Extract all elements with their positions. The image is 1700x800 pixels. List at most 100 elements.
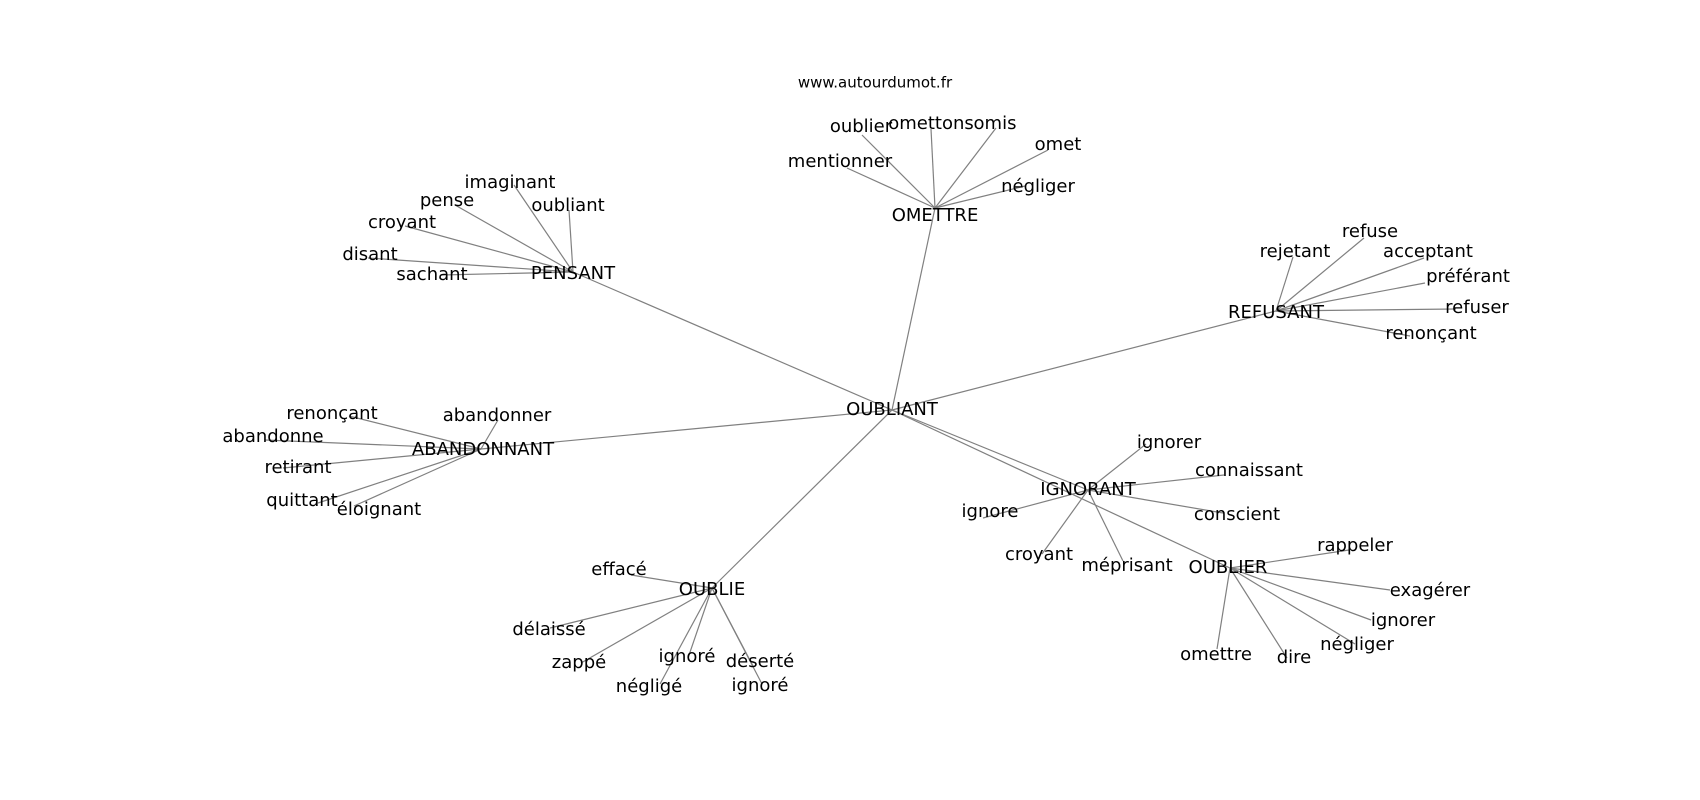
edge-center-omettre <box>891 207 936 411</box>
edge-center-refusant <box>891 310 1277 411</box>
edge-omettre-leaf-5 <box>934 185 1026 209</box>
edge-oublie-leaf-5 <box>659 587 713 685</box>
leaf-node-omettre-3[interactable]: omet <box>1035 134 1082 155</box>
leaf-node-abandonnant-5[interactable]: éloignant <box>337 499 421 520</box>
hub-node-pensant[interactable]: PENSANT <box>531 263 616 284</box>
edge-omettre-leaf-2 <box>934 127 997 209</box>
edge-omettre-leaf-3 <box>934 149 1049 209</box>
edge-ignorant-leaf-1 <box>1087 474 1225 491</box>
edge-oublier-leaf-2 <box>1229 567 1372 621</box>
leaf-node-omettre-2[interactable]: omis <box>974 113 1017 134</box>
edge-oublier-leaf-5 <box>1216 567 1231 650</box>
leaf-node-pensant-4[interactable]: disant <box>342 244 397 265</box>
edge-refusant-leaf-0 <box>1275 237 1365 312</box>
edge-abandonnant-leaf-0 <box>348 415 482 450</box>
edge-oublier-leaf-4 <box>1229 567 1288 659</box>
edge-abandonnant-leaf-4 <box>317 448 482 504</box>
leaf-node-oublier-4[interactable]: dire <box>1277 647 1312 668</box>
edge-refusant-leaf-3 <box>1275 282 1426 312</box>
leaf-node-ignorant-3[interactable]: conscient <box>1194 504 1280 525</box>
leaf-node-oublie-5[interactable]: négligé <box>616 676 682 697</box>
leaf-node-ignorant-4[interactable]: croyant <box>1005 544 1073 565</box>
edge-refusant-leaf-2 <box>1275 257 1425 312</box>
edge-ignorant-leaf-3 <box>1087 489 1224 514</box>
hub-node-oublier[interactable]: OUBLIER <box>1189 557 1268 578</box>
hub-node-abandonnant[interactable]: ABANDONNANT <box>412 439 555 460</box>
edge-abandonnant-leaf-2 <box>264 439 482 450</box>
leaf-node-abandonnant-4[interactable]: quittant <box>266 490 337 511</box>
leaf-node-abandonnant-3[interactable]: retirant <box>264 457 331 478</box>
hub-node-omettre[interactable]: OMETTRE <box>892 205 979 226</box>
leaf-node-refusant-3[interactable]: préférant <box>1426 266 1510 287</box>
edge-abandonnant-leaf-5 <box>353 448 482 507</box>
leaf-node-refusant-1[interactable]: rejetant <box>1260 241 1331 262</box>
leaf-node-ignorant-0[interactable]: ignorer <box>1137 432 1202 453</box>
leaf-node-oublier-3[interactable]: négliger <box>1320 634 1394 655</box>
leaf-node-oublie-4[interactable]: déserté <box>726 651 794 672</box>
edge-omettre-leaf-4 <box>846 167 936 209</box>
leaf-node-refusant-0[interactable]: refuse <box>1342 221 1398 242</box>
edge-omettre-leaf-1 <box>930 128 936 209</box>
leaf-node-omettre-5[interactable]: négliger <box>1001 176 1075 197</box>
edge-pensant-leaf-3 <box>404 225 574 273</box>
edge-pensant-leaf-2 <box>568 209 574 273</box>
leaf-node-abandonnant-2[interactable]: abandonne <box>222 426 323 447</box>
edge-omettre-leaf-0 <box>861 134 936 209</box>
center-node[interactable]: OUBLIANT <box>846 399 939 420</box>
leaf-node-omettre-4[interactable]: mentionner <box>788 151 893 172</box>
edge-center-ignorant <box>891 409 1089 491</box>
edge-oublie-leaf-0 <box>630 574 713 589</box>
leaf-node-abandonnant-1[interactable]: abandonner <box>443 405 552 426</box>
leaf-node-refusant-4[interactable]: refuser <box>1445 297 1509 318</box>
edge-center-abandonnant <box>480 409 893 450</box>
leaf-node-omettre-0[interactable]: oublier <box>830 116 893 137</box>
hub-node-oublie[interactable]: OUBLIE <box>679 579 745 600</box>
source-url: www.autourdumot.fr <box>798 74 953 92</box>
leaf-node-pensant-5[interactable]: sachant <box>396 264 467 285</box>
leaf-node-pensant-1[interactable]: pense <box>420 190 474 211</box>
leaf-node-oublier-0[interactable]: rappeler <box>1317 535 1393 556</box>
edge-ignorant-leaf-0 <box>1087 443 1147 491</box>
edge-oublier-leaf-3 <box>1229 567 1356 645</box>
edge-pensant-leaf-1 <box>454 204 574 273</box>
edge-pensant-leaf-4 <box>367 257 574 273</box>
leaf-node-abandonnant-0[interactable]: renonçant <box>286 403 377 424</box>
leaf-node-oublie-3[interactable]: ignoré <box>659 646 716 667</box>
leaf-node-oublie-1[interactable]: délaissé <box>512 619 585 640</box>
edge-refusant-leaf-1 <box>1275 256 1294 312</box>
leaf-node-ignorant-2[interactable]: ignore <box>962 501 1019 522</box>
leaf-node-oublier-5[interactable]: omettre <box>1180 644 1252 665</box>
graph-edges <box>264 127 1457 685</box>
leaf-node-omettre-1[interactable]: omettons <box>888 113 974 134</box>
edge-oublie-leaf-6 <box>711 587 763 685</box>
edge-oublier-leaf-1 <box>1229 567 1391 591</box>
leaf-node-pensant-2[interactable]: oubliant <box>531 195 604 216</box>
leaf-node-ignorant-5[interactable]: méprisant <box>1081 555 1172 576</box>
leaf-node-ignorant-1[interactable]: connaissant <box>1195 460 1303 481</box>
leaf-node-oublier-2[interactable]: ignorer <box>1371 610 1436 631</box>
leaf-node-pensant-0[interactable]: imaginant <box>465 172 556 193</box>
edge-oublie-leaf-1 <box>549 587 713 629</box>
edge-pensant-leaf-0 <box>513 184 574 273</box>
hub-node-refusant[interactable]: REFUSANT <box>1228 302 1325 323</box>
edge-pensant-leaf-5 <box>440 271 574 276</box>
leaf-node-refusant-5[interactable]: renonçant <box>1385 323 1476 344</box>
edge-abandonnant-leaf-3 <box>282 448 482 469</box>
leaf-node-oublie-0[interactable]: effacé <box>591 559 646 580</box>
edge-ignorant-leaf-4 <box>1041 489 1089 555</box>
edge-center-oublie <box>711 409 893 589</box>
leaf-node-oublier-1[interactable]: exagérer <box>1390 580 1471 601</box>
leaf-node-pensant-3[interactable]: croyant <box>368 212 436 233</box>
edge-refusant-leaf-4 <box>1275 308 1457 312</box>
edge-center-pensant <box>572 271 893 411</box>
leaf-node-oublie-2[interactable]: zappé <box>552 652 606 673</box>
leaf-node-oublie-6[interactable]: ignoré <box>732 675 789 696</box>
leaf-node-refusant-2[interactable]: acceptant <box>1383 241 1473 262</box>
edge-abandonnant-leaf-1 <box>480 419 499 450</box>
edge-oublie-leaf-3 <box>687 587 713 659</box>
hub-node-ignorant[interactable]: IGNORANT <box>1040 479 1136 500</box>
edge-ignorant-leaf-2 <box>982 489 1089 519</box>
edge-oublier-leaf-0 <box>1229 549 1350 569</box>
